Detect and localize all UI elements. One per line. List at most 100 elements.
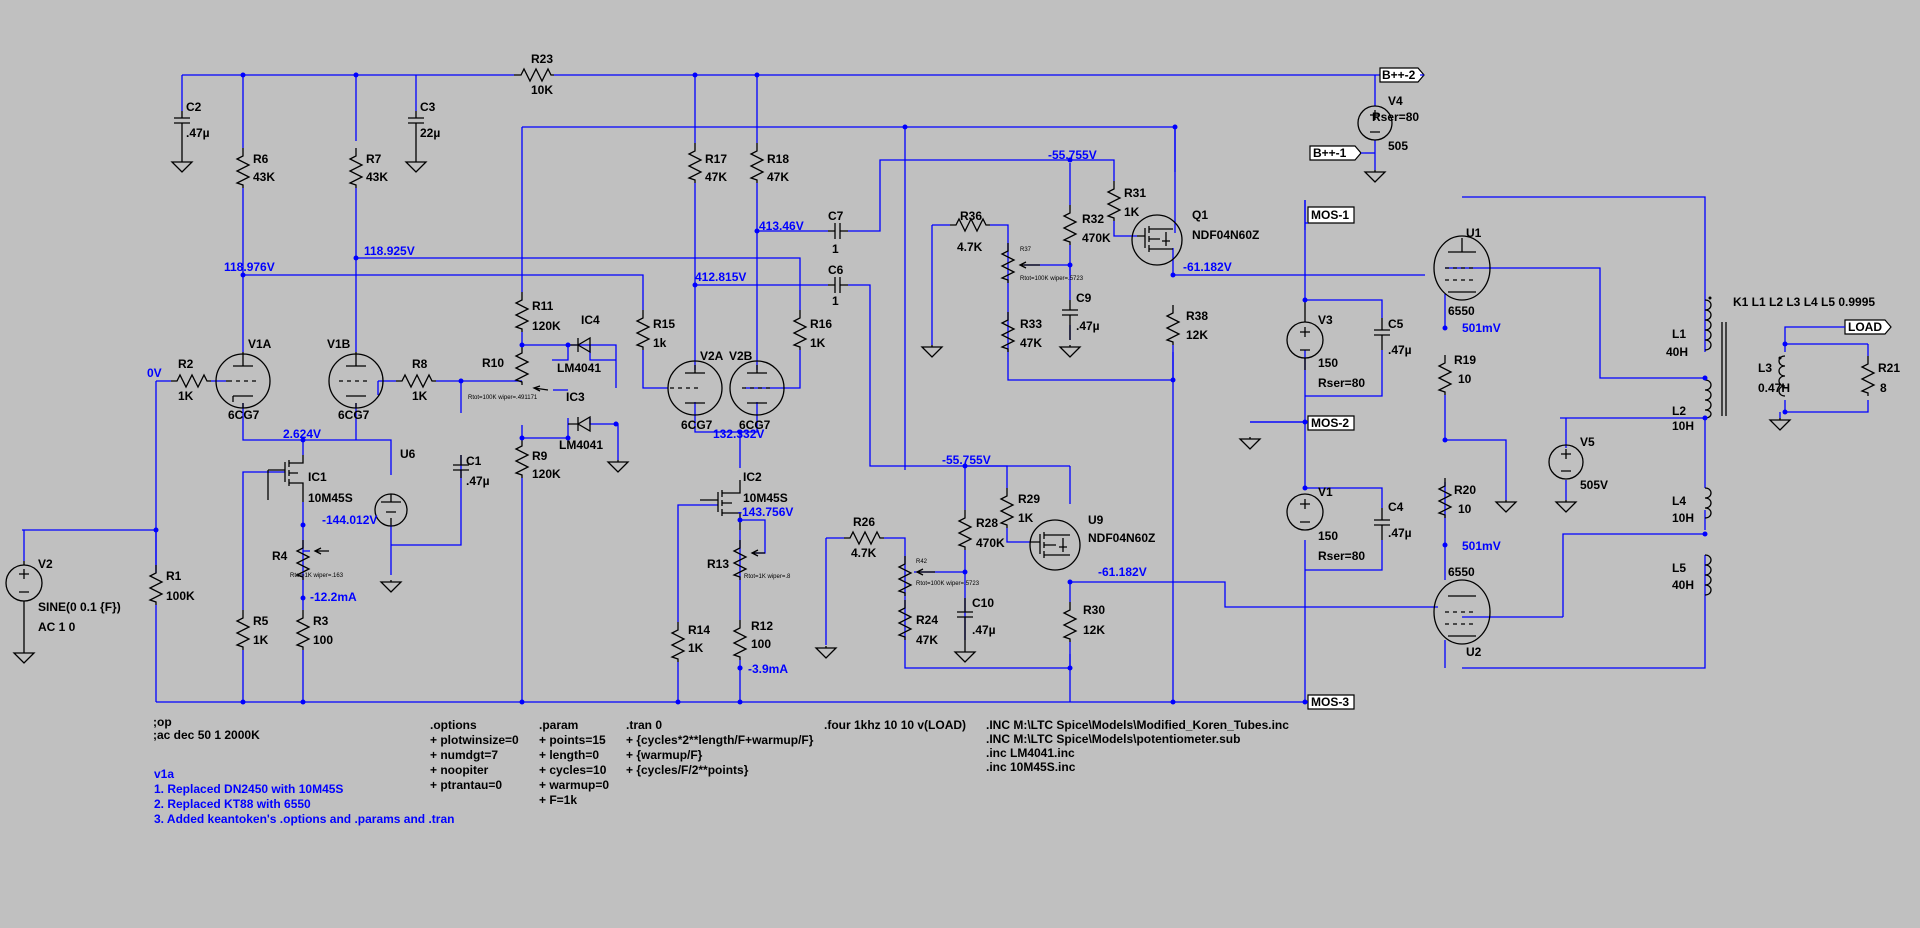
r15-value: 1k: [653, 336, 667, 350]
r31-name: R31: [1124, 186, 1146, 200]
r20-name: R20: [1454, 483, 1476, 497]
directive-inc-0: .INC M:\LTC Spice\Models\Modified_Koren_…: [986, 718, 1289, 732]
r13-value: Rtot=1K wiper=.8: [744, 574, 791, 580]
r2-name: R2: [178, 357, 194, 371]
v1-name: V1: [1318, 485, 1333, 499]
r11-value: 120K: [532, 319, 561, 333]
op-412815v: 412.815V: [695, 270, 746, 284]
flag-bpp1: B++-1: [1313, 146, 1347, 160]
component-symbols: [5, 67, 1875, 705]
r24-value: 47K: [916, 633, 938, 647]
op-m55755v-a: -55.755V: [1048, 148, 1097, 162]
spice-directives: ;op ;ac dec 50 1 2000K .options + plotwi…: [153, 715, 1289, 826]
directive-options-4: + ptrantau=0: [430, 778, 502, 792]
op-501mv-a: 501mV: [1462, 321, 1501, 335]
directive-op: ;op: [153, 715, 172, 729]
v4-value2: 505: [1388, 139, 1408, 153]
r8-value: 1K: [412, 389, 428, 403]
op-m61182v-b: -61.182V: [1098, 565, 1147, 579]
c3-value: 22µ: [420, 126, 440, 140]
flag-mos2: MOS-2: [1311, 416, 1349, 430]
directive-param-1: + points=15: [539, 733, 606, 747]
ic2-value: 10M45S: [743, 491, 788, 505]
c9-value: .47µ: [1076, 319, 1100, 333]
r8-name: R8: [412, 357, 428, 371]
v5-name: V5: [1580, 435, 1595, 449]
ic1-value: 10M45S: [308, 491, 353, 505]
flag-load: LOAD: [1848, 320, 1882, 334]
r36-name: R36: [960, 209, 982, 223]
r9-name: R9: [532, 449, 548, 463]
q1-value: NDF04N60Z: [1192, 228, 1259, 242]
ic2-name: IC2: [743, 470, 762, 484]
c1-value: .47µ: [466, 474, 490, 488]
op-501mv-b: 501mV: [1462, 539, 1501, 553]
r33-name: R33: [1020, 317, 1042, 331]
directive-options-3: + noopiter: [430, 763, 489, 777]
op-m3-9ma: -3.9mA: [748, 662, 788, 676]
r4-value: Rtot=1K wiper=.163: [290, 573, 344, 579]
directive-four: .four 1khz 10 10 v(LOAD): [824, 718, 966, 732]
c10-name: C10: [972, 596, 994, 610]
v3-value: 150: [1318, 356, 1338, 370]
r6-value: 43K: [253, 170, 275, 184]
ic4-name: IC4: [581, 313, 600, 327]
directive-param-0: .param: [539, 718, 578, 732]
l4-value: 10H: [1672, 511, 1694, 525]
op-118976v: 118.976V: [224, 260, 275, 274]
r38-value: 12K: [1186, 328, 1208, 342]
l3-value: 0.47H: [1758, 381, 1790, 395]
r28-name: R28: [976, 516, 998, 530]
v1a-value: 6CG7: [228, 408, 260, 422]
v1b-name: V1B: [327, 337, 351, 351]
v2a-value: 6CG7: [681, 418, 713, 432]
directive-inc-3: .inc 10M45S.inc: [986, 760, 1076, 774]
r19-value: 10: [1458, 372, 1472, 386]
ic4-value: LM4041: [557, 361, 601, 375]
r2-value: 1K: [178, 389, 194, 403]
r5-name: R5: [253, 614, 269, 628]
r14-name: R14: [688, 623, 710, 637]
l5-name: L5: [1672, 561, 1686, 575]
v1a-name: V1A: [248, 337, 272, 351]
r12-name: R12: [751, 619, 773, 633]
l5-value: 40H: [1672, 578, 1694, 592]
v1-value2: Rser=80: [1318, 549, 1365, 563]
op-41346v: 413.46V: [759, 219, 804, 233]
v1b-value: 6CG7: [338, 408, 370, 422]
r21-name: R21: [1878, 361, 1900, 375]
c6-name: C6: [828, 263, 844, 277]
directive-param-3: + cycles=10: [539, 763, 607, 777]
r9-value: 120K: [532, 467, 561, 481]
directive-param-2: + length=0: [539, 748, 599, 762]
r16-name: R16: [810, 317, 832, 331]
flag-mos1: MOS-1: [1311, 208, 1349, 222]
directive-tran-2: + {warmup/F}: [626, 748, 703, 762]
op-132332v: 132.332V: [713, 427, 764, 441]
directive-options-0: .options: [430, 718, 477, 732]
r30-name: R30: [1083, 603, 1105, 617]
op-2624v: 2.624V: [283, 427, 321, 441]
op-m143756v: -143.756V: [738, 505, 793, 519]
flag-mos3: MOS-3: [1311, 695, 1349, 709]
r26-value: 4.7K: [851, 546, 877, 560]
r28-value: 470K: [976, 536, 1005, 550]
r37-value: Rtot=100K wiper=.5723: [1020, 276, 1084, 282]
directive-options-1: + plotwinsize=0: [430, 733, 519, 747]
r26-name: R26: [853, 515, 875, 529]
v2b-name: V2B: [729, 349, 753, 363]
r5-value: 1K: [253, 633, 269, 647]
l2-value: 10H: [1672, 419, 1694, 433]
note-0: v1a: [154, 767, 174, 781]
c2-value: .47µ: [186, 126, 210, 140]
r17-value: 47K: [705, 170, 727, 184]
l1-value: 40H: [1666, 345, 1688, 359]
r18-value: 47K: [767, 170, 789, 184]
r24-name: R24: [916, 613, 938, 627]
c1-name: C1: [466, 454, 482, 468]
r31-value: 1K: [1124, 205, 1140, 219]
u6-name: U6: [400, 447, 416, 461]
r18-name: R18: [767, 152, 789, 166]
op-m61182v-a: -61.182V: [1183, 260, 1232, 274]
